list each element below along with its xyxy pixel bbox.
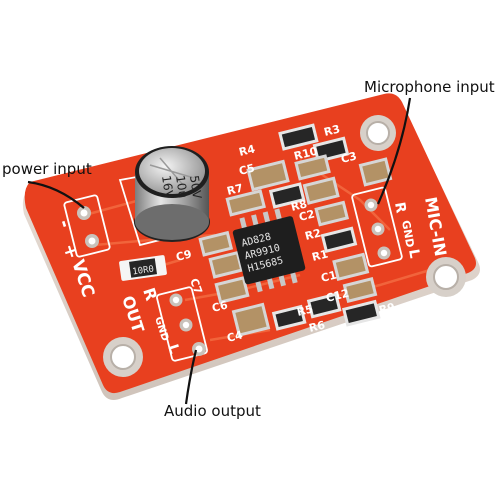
ref-r10: R10 [293, 144, 320, 162]
ref-c12: C12 [325, 287, 351, 305]
ref-designators: R4 R3 R10 C5 C3 R7 R8 C2 R2 R1 C9 C7 C6 … [175, 122, 397, 345]
ref-r4: R4 [238, 142, 257, 159]
cap-text-3: 16V [159, 174, 176, 200]
ic-chip: AD828 AR9910 H15685 [232, 208, 306, 293]
callout-microphone-input: Microphone input [364, 78, 495, 96]
ref-c3: C3 [340, 149, 358, 165]
cap-text-1: 50V [187, 174, 204, 200]
callout-audio-output: Audio output [164, 402, 261, 420]
electrolytic-capacitor: 50V 10u 16V [134, 146, 210, 242]
label-mic-l: L [405, 248, 422, 260]
resistor-10r0: 10R0 [119, 255, 167, 281]
ref-r6: R6 [308, 318, 327, 335]
ref-c1: C1 [320, 268, 338, 284]
smd-components [198, 123, 393, 337]
ref-c5: C5 [238, 161, 256, 177]
mount-hole-bottom-right [426, 257, 466, 297]
ref-r5: R5 [296, 302, 315, 319]
mount-hole-top-right [360, 115, 396, 151]
label-mic-gnd: GND [399, 219, 417, 248]
ref-r2: R2 [304, 226, 323, 243]
callout-lines [27, 97, 412, 405]
label-plus: + [58, 241, 83, 262]
ref-r1: R1 [311, 247, 330, 264]
ref-c9: C9 [175, 247, 193, 263]
callout-power-input: power input [2, 160, 92, 178]
ref-r8: R8 [290, 197, 309, 214]
ref-r7: R7 [226, 181, 245, 198]
ref-c2: C2 [298, 207, 316, 223]
cap-text-2: 10u [173, 174, 190, 199]
ref-c6: C6 [211, 298, 230, 315]
ref-r3: R3 [323, 122, 342, 139]
label-mic-r: R [391, 201, 409, 215]
mount-hole-bottom-left [103, 337, 143, 377]
ref-r9: R9 [378, 300, 397, 317]
label-out-r: R [139, 285, 161, 303]
resistor-label: 10R0 [132, 265, 155, 278]
ref-c4: C4 [226, 328, 245, 345]
